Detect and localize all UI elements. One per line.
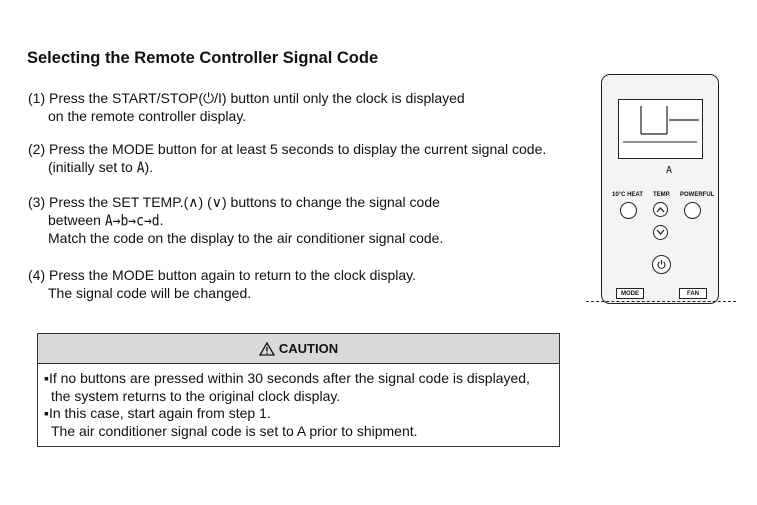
step-3-suffix: .	[159, 211, 164, 228]
signal-code-initial: A	[136, 159, 145, 177]
powerful-label: POWERFUL	[680, 192, 715, 198]
clock-segments-graphic	[623, 106, 699, 143]
temp-up-button[interactable]	[653, 202, 668, 217]
step-2-line2: (initially set to A).	[28, 159, 546, 178]
step-4-line2: The signal code will be changed.	[48, 284, 252, 301]
caution-item-2-line1: ▪In this case, start again from step 1.	[44, 405, 271, 421]
heat-button[interactable]	[620, 202, 637, 219]
remote-display-code: A	[666, 165, 673, 176]
signal-code-sequence: A→b→c→d	[104, 212, 160, 230]
temp-label: TEMP.	[653, 192, 671, 198]
step-2-suffix: ).	[144, 158, 154, 175]
step-1: (1) Press the START/STOP(⏻/I) button unt…	[28, 90, 465, 125]
caution-item-1-line1: ▪If no buttons are pressed within 30 sec…	[44, 370, 530, 386]
remote-display	[618, 99, 703, 159]
remote-controller-illustration: A 10°C HEAT TEMP. POWERFUL	[601, 74, 719, 304]
step-4-line1: (4) Press the MODE button again to retur…	[28, 267, 417, 283]
remote-edge-line	[586, 301, 736, 302]
powerful-button[interactable]	[684, 202, 701, 219]
start-stop-button[interactable]	[652, 255, 671, 274]
caution-content: ▪If no buttons are pressed within 30 sec…	[38, 364, 559, 440]
step-1-line1: (1) Press the START/STOP(⏻/I) button unt…	[28, 90, 465, 106]
step-4: (4) Press the MODE button again to retur…	[28, 267, 416, 302]
caution-header: CAUTION	[38, 334, 559, 364]
step-3: (3) Press the SET TEMP.(∧) (∨) buttons t…	[28, 194, 443, 248]
caution-item-2-line2: The air conditioner signal code is set t…	[51, 422, 418, 439]
heat-label: 10°C HEAT	[612, 192, 643, 198]
caution-box: CAUTION ▪If no buttons are pressed withi…	[37, 333, 560, 447]
temp-down-button[interactable]	[653, 225, 668, 240]
step-3-prefix: between	[48, 211, 105, 228]
page-title: Selecting the Remote Controller Signal C…	[27, 49, 379, 67]
fan-button[interactable]: FAN	[679, 288, 707, 299]
step-1-line2: on the remote controller display.	[48, 107, 247, 124]
warning-icon	[258, 341, 275, 356]
power-icon	[657, 260, 666, 269]
chevron-down-icon	[656, 229, 665, 235]
caution-item-1-line2: the system returns to the original clock…	[51, 387, 341, 404]
chevron-up-icon	[656, 207, 665, 213]
step-2-prefix: (initially set to	[48, 158, 137, 175]
mode-button[interactable]: MODE	[616, 288, 644, 299]
step-3-line3: Match the code on the display to the air…	[48, 230, 444, 246]
step-3-line1: (3) Press the SET TEMP.(∧) (∨) buttons t…	[28, 194, 440, 210]
step-2-line1: (2) Press the MODE button for at least 5…	[28, 141, 547, 157]
step-3-line2: between A→b→c→d.	[28, 212, 443, 231]
caution-heading: CAUTION	[278, 341, 339, 356]
step-2: (2) Press the MODE button for at least 5…	[28, 141, 546, 177]
